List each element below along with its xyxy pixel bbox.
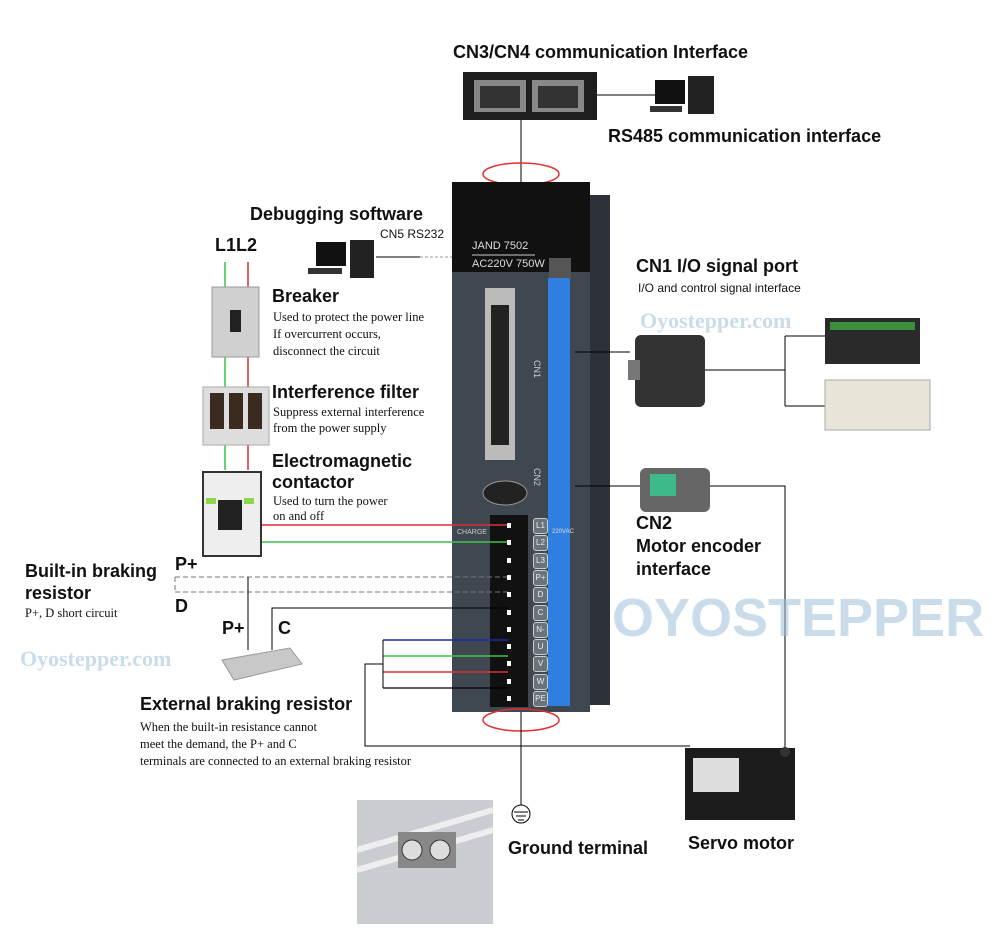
terminal-pin bbox=[507, 696, 511, 701]
terminal-label: N- bbox=[533, 621, 548, 638]
contactor-image bbox=[202, 471, 262, 557]
cn34-title: CN3/CN4 communication Interface bbox=[453, 42, 749, 62]
cn2-title: Motor encoder bbox=[636, 536, 762, 556]
builtin-title: Built-in braking bbox=[25, 561, 157, 581]
terminal-label: L2 bbox=[533, 535, 548, 552]
terminal-label: L1 bbox=[533, 518, 548, 534]
power-label: L1L2 bbox=[215, 235, 258, 255]
contactor-desc: Used to turn the power bbox=[273, 494, 388, 508]
terminal-pin bbox=[507, 626, 511, 632]
terminal-label: PE bbox=[533, 691, 548, 707]
motor-label: Servo motor bbox=[688, 833, 795, 853]
ground-icon bbox=[511, 804, 531, 824]
terminal-pin bbox=[507, 661, 511, 667]
rs485-computer-icon bbox=[650, 76, 714, 114]
vac-label: 220VAC bbox=[552, 529, 574, 535]
debug-port: CN5 RS232 bbox=[380, 227, 445, 241]
ground-label: Ground terminal bbox=[508, 838, 649, 858]
external-c-label: C bbox=[278, 618, 291, 638]
terminal-pin bbox=[507, 557, 511, 563]
watermark-big: OYOSTEPPER bbox=[612, 588, 985, 648]
debug-title: Debugging software bbox=[250, 204, 424, 224]
terminal-label: C bbox=[533, 604, 548, 621]
contactor-title: Electromagnetic bbox=[272, 451, 413, 471]
terminal-pin bbox=[507, 592, 511, 598]
cn2-title: interface bbox=[636, 559, 712, 579]
servo-drive bbox=[452, 182, 610, 712]
servo-motor-image bbox=[685, 747, 795, 820]
watermark-brand: Oyostepper.com bbox=[20, 646, 172, 671]
external-p-label: P+ bbox=[222, 618, 245, 638]
external-desc: When the built-in resistance cannot bbox=[140, 720, 318, 734]
terminal-label: L3 bbox=[533, 552, 548, 569]
cn3-cn4-rj45-ports bbox=[463, 72, 597, 120]
cn1-connector-image bbox=[628, 335, 705, 407]
contactor-title: contactor bbox=[272, 472, 355, 492]
breaker-image bbox=[211, 286, 260, 358]
breaker-desc: Used to protect the power line bbox=[273, 310, 424, 324]
drive-model: JAND 7502 bbox=[472, 240, 529, 252]
terminal-pin bbox=[507, 609, 511, 615]
breaker-desc: If overcurrent occurs, bbox=[273, 327, 381, 341]
builtin-d-label: D bbox=[175, 596, 188, 616]
watermark-brand: Oyostepper.com bbox=[640, 308, 792, 333]
terminal-pin bbox=[507, 644, 511, 650]
cn2-title: CN2 bbox=[636, 513, 673, 533]
builtin-note: P+, D short circuit bbox=[25, 606, 118, 620]
drive-rating: AC220V 750W bbox=[472, 258, 545, 270]
cn2-encoder-connector-image bbox=[640, 468, 710, 512]
breaker-title: Breaker bbox=[272, 286, 340, 306]
builtin-p-label: P+ bbox=[175, 554, 198, 574]
builtin-title: resistor bbox=[25, 583, 92, 603]
breaker-desc: disconnect the circuit bbox=[273, 344, 380, 358]
filter-desc: Suppress external interference bbox=[273, 405, 425, 419]
cn1-sub: I/O and control signal interface bbox=[638, 281, 801, 295]
charge-label: CHARGE bbox=[457, 529, 487, 536]
interference-filter-image bbox=[202, 386, 270, 446]
terminal-label: U bbox=[533, 639, 548, 656]
contactor-desc: on and off bbox=[273, 509, 325, 523]
external-desc: meet the demand, the P+ and C bbox=[140, 737, 297, 751]
terminal-label: V bbox=[533, 656, 548, 673]
terminal-label: P+ bbox=[533, 569, 548, 586]
debug-computer-icon bbox=[308, 240, 374, 278]
external-title: External braking resistor bbox=[140, 694, 353, 714]
external-desc: terminals are connected to an external b… bbox=[140, 754, 412, 768]
external-resistor-image bbox=[221, 647, 303, 681]
plc-controller-image bbox=[825, 318, 920, 364]
cn1-title: CN1 I/O signal port bbox=[636, 256, 799, 276]
terminal-pin bbox=[507, 523, 511, 528]
ground-screw-photo bbox=[356, 800, 494, 924]
terminal-label: W bbox=[533, 673, 548, 690]
filter-title: Interference filter bbox=[272, 382, 420, 402]
plc-module-image bbox=[824, 379, 931, 431]
drive-cn1-label: CN1 bbox=[532, 360, 542, 379]
rs485-label: RS485 communication interface bbox=[608, 126, 882, 146]
filter-desc: from the power supply bbox=[273, 421, 387, 435]
terminal-pin bbox=[507, 678, 511, 684]
drive-cn2-label: CN2 bbox=[532, 468, 542, 487]
terminal-label: D bbox=[533, 587, 548, 604]
terminal-pin bbox=[507, 540, 511, 546]
terminal-pin bbox=[507, 574, 511, 580]
